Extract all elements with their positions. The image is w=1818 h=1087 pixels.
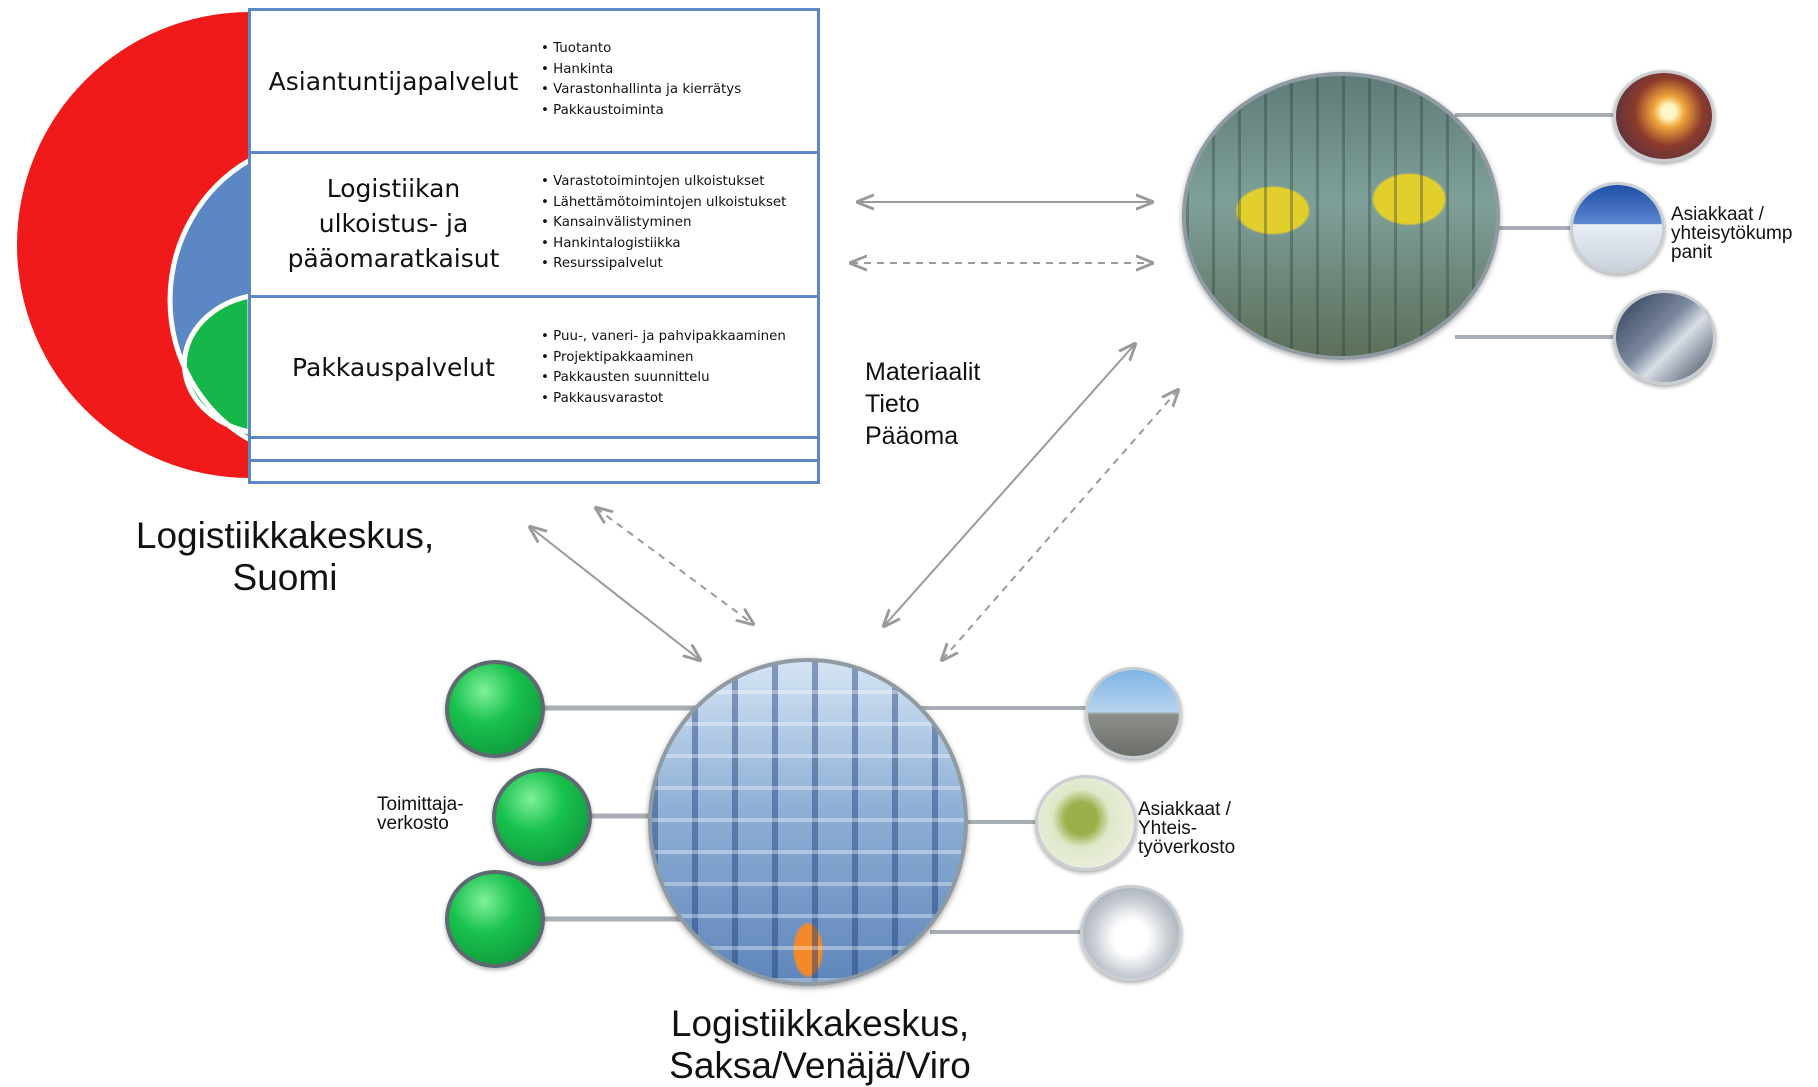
- service-title-expert: Asiantuntijapalvelut: [268, 67, 519, 96]
- industrial-machinery-photo: [1613, 290, 1716, 385]
- finland-center-label: Logistiikkakeskus, Suomi: [120, 515, 450, 599]
- supplier-node: [492, 768, 592, 866]
- service-item: Varastonhallinta ja kierrätys: [541, 80, 741, 101]
- service-title-packaging: Pakkauspalvelut: [292, 353, 495, 382]
- flow-item: Materiaalit: [865, 358, 981, 386]
- label-line: Asiakkaat /: [1671, 204, 1764, 225]
- title-line: Logistiikan: [326, 174, 461, 203]
- service-row-outsourcing: Logistiikan ulkoistus- ja pääomaratkaisu…: [251, 154, 817, 298]
- meeting-photo: [1080, 885, 1182, 981]
- label-line: yhteisytökump: [1671, 223, 1793, 244]
- service-list-outsourcing: Varastotoimintojen ulkoistukset Lähettäm…: [541, 172, 786, 275]
- arrow-finland-regional-dashed: [596, 508, 753, 624]
- service-row-empty: [251, 439, 817, 462]
- service-item: Hankintalogistiikka: [541, 234, 786, 255]
- industrial-robots-photo: [1182, 72, 1500, 360]
- flow-label: Materiaalit Tieto Pääoma: [865, 356, 980, 452]
- warehouse-building-photo: [1570, 182, 1665, 274]
- label-line: panit: [1671, 242, 1713, 263]
- label-line: Suomi: [232, 557, 338, 598]
- service-item: Resurssipalvelut: [541, 254, 786, 275]
- service-item: Pakkausvarastot: [541, 389, 786, 410]
- service-item: Kansainvälistyminen: [541, 213, 786, 234]
- service-row-packaging: Pakkauspalvelut Puu-, vaneri- ja pahvipa…: [251, 298, 817, 439]
- service-item: Tuotanto: [541, 39, 741, 60]
- service-item: Pakkausten suunnittelu: [541, 368, 786, 389]
- service-row-expert: Asiantuntijapalvelut Tuotanto Hankinta V…: [251, 11, 817, 154]
- service-list-expert: Tuotanto Hankinta Varastonhallinta ja ki…: [541, 39, 741, 121]
- arrow-finland-regional-solid: [530, 527, 700, 660]
- flow-item: Pääoma: [865, 422, 959, 450]
- supplier-node: [445, 870, 545, 968]
- label-line: Toimittaja-: [377, 794, 464, 815]
- warehouse-forklift-photo: [648, 658, 968, 986]
- label-line: Saksa/Venäjä/Viro: [669, 1045, 971, 1086]
- service-item: Projektipakkaaminen: [541, 348, 786, 369]
- partner-hub-label: Asiakkaat / yhteisytökump panit: [1671, 205, 1792, 262]
- label-line: verkosto: [377, 813, 449, 834]
- label-line: Logistiikkakeskus,: [135, 515, 435, 556]
- service-title-outsourcing: Logistiikan ulkoistus- ja pääomaratkaisu…: [251, 171, 536, 276]
- finland-services-box: Asiantuntijapalvelut Tuotanto Hankinta V…: [248, 8, 820, 484]
- truck-photo: [1085, 667, 1182, 759]
- label-line: Logistiikkakeskus,: [670, 1003, 970, 1044]
- service-list-packaging: Puu-, vaneri- ja pahvipakkaaminen Projek…: [541, 327, 786, 409]
- label-line: työverkosto: [1138, 837, 1236, 858]
- label-line: Yhteis-: [1138, 818, 1198, 839]
- supplier-node: [445, 660, 545, 758]
- service-item: Lähettämötoimintojen ulkoistukset: [541, 193, 786, 214]
- service-item: Puu-, vaneri- ja pahvipakkaaminen: [541, 327, 786, 348]
- welding-photo: [1613, 70, 1715, 162]
- title-line: pääomaratkaisut: [287, 244, 500, 273]
- service-item: Varastotoimintojen ulkoistukset: [541, 172, 786, 193]
- flow-item: Tieto: [865, 390, 920, 418]
- supplier-network-label: Toimittaja- verkosto: [377, 795, 464, 833]
- regional-center-label: Logistiikkakeskus, Saksa/Venäjä/Viro: [620, 1003, 1020, 1087]
- label-line: Asiakkaat /: [1138, 799, 1231, 820]
- business-people-photo: [1035, 775, 1137, 871]
- service-item: Hankinta: [541, 60, 741, 81]
- title-line: ulkoistus- ja: [318, 209, 469, 238]
- customer-network-label: Asiakkaat / Yhteis- työverkosto: [1138, 800, 1235, 857]
- service-item: Pakkaustoiminta: [541, 101, 741, 122]
